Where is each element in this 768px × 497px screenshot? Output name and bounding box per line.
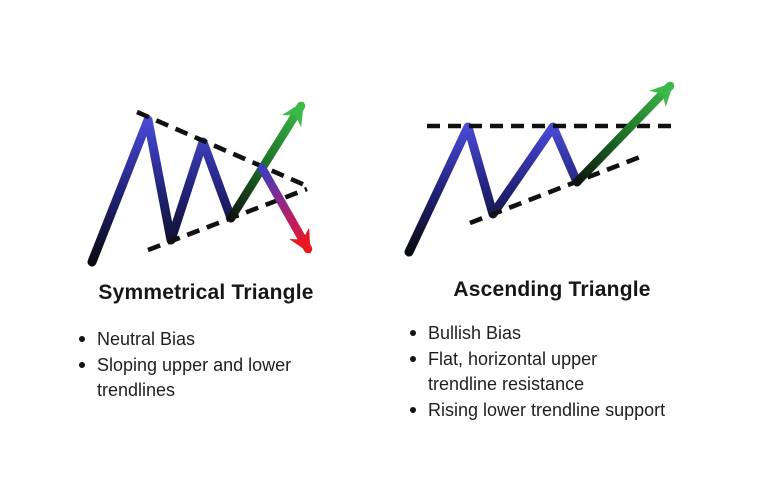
bullet-item: Neutral Bias bbox=[79, 327, 329, 352]
bullet-dot-icon bbox=[79, 362, 85, 368]
bullet-text: Neutral Bias bbox=[97, 329, 196, 349]
bullet-text: Flat, horizontal upper trendline resista… bbox=[428, 349, 598, 394]
bullet-text: Rising lower trendline support bbox=[428, 400, 666, 420]
bullet-text: Bullish Bias bbox=[428, 323, 522, 343]
bullet-item: Sloping upper and lower trendlines bbox=[79, 353, 329, 403]
bullet-text: Sloping upper and lower trendlines bbox=[97, 355, 292, 400]
bullish-breakout-arrow-icon bbox=[226, 101, 306, 223]
bullish-breakout-arrow-icon bbox=[572, 81, 675, 187]
bullet-item: Flat, horizontal upper trendline resista… bbox=[410, 347, 710, 397]
symmetrical-triangle-title: Symmetrical Triangle bbox=[98, 281, 314, 304]
support-trendline-dashed bbox=[469, 154, 641, 226]
bearish-breakdown-arrow-icon bbox=[257, 163, 313, 254]
bullet-dot-icon bbox=[410, 356, 416, 362]
bullet-dot-icon bbox=[410, 407, 416, 413]
bullet-dot-icon bbox=[79, 336, 85, 342]
ascending-triangle-bullet-list: Bullish Bias Flat, horizontal upper tren… bbox=[410, 321, 710, 424]
bullet-item: Bullish Bias bbox=[410, 321, 710, 346]
symmetrical-triangle-bullet-list: Neutral Bias Sloping upper and lower tre… bbox=[79, 327, 329, 404]
price-zigzag-line bbox=[87, 115, 236, 267]
bullet-item: Rising lower trendline support bbox=[410, 398, 710, 423]
ascending-triangle-title: Ascending Triangle bbox=[453, 278, 651, 301]
symmetrical-triangle-diagram bbox=[55, 78, 345, 283]
ascending-triangle-diagram bbox=[390, 55, 695, 270]
bullet-dot-icon bbox=[410, 330, 416, 336]
upper-trendline-dashed bbox=[136, 109, 308, 189]
